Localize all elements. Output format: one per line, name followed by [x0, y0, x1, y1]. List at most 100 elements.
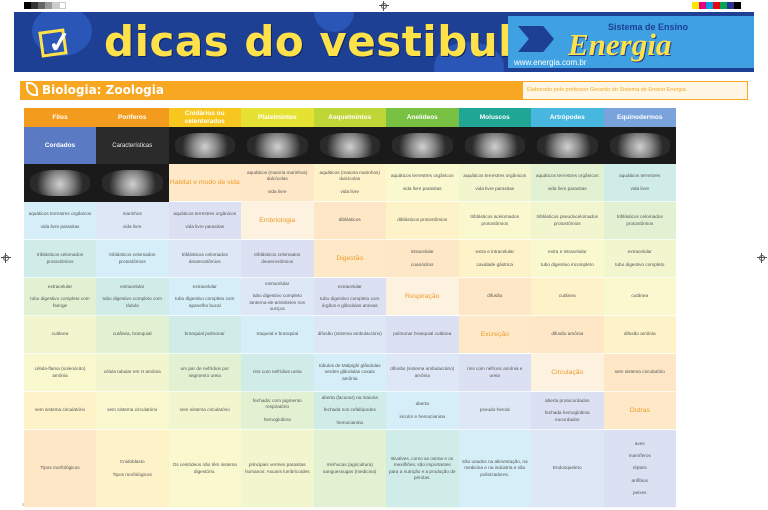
cell-text: célula tubular em H amônia — [103, 369, 161, 375]
table-cell: triblásticos celomados deuterostômios — [168, 240, 241, 278]
cell-text: difusão (sistema ambulacrário) amônia — [390, 366, 455, 378]
column-header: Equinodermos — [603, 108, 676, 127]
registration-mark-icon — [379, 1, 389, 11]
cell-text: triblásticos acelomados protostômios — [470, 214, 520, 226]
cell-text: aberta (lacunar) na maioria — [321, 395, 378, 401]
table-cell: Os cestódeos não têm sistema digestório. — [168, 430, 241, 508]
specimen-photo — [168, 127, 241, 164]
cell-text: diblásticos — [338, 217, 361, 223]
table-cell: minhocas (agricultura) sanguessugas (med… — [313, 430, 386, 508]
cell-text: tubo digestivo completo com apanelho buc… — [175, 296, 235, 308]
cell-text: principais vermes parasitas humanos: Asc… — [244, 462, 310, 474]
table-cell: triblásticos pseudocelomados protostômio… — [531, 202, 604, 240]
cell-text: Bivalves, como as ostras e os mexilhões,… — [389, 456, 456, 480]
row-label: Embriologia — [241, 202, 314, 240]
column-header: Cnidários ou celenterados — [168, 108, 241, 127]
cell-text: tubo digestivo incompleto — [540, 261, 594, 267]
cell-text: répteis — [632, 465, 647, 471]
cell-text: rins com nefrídios ureia — [252, 369, 302, 375]
cell-text: difusão amônia — [551, 331, 584, 337]
table-cell: São usados na alimentação, na medicina e… — [458, 430, 531, 508]
table-cell: sem sistema circulatório — [168, 392, 241, 430]
table-cell: cutânea — [531, 278, 604, 316]
table-cell: rins com néfrons amônia e ureia — [458, 354, 531, 392]
section-title: Biologia: Zoologia — [22, 81, 164, 100]
cell-text: Tipos morfológicos — [40, 465, 80, 471]
table-cell: Bivalves, como as ostras e os mexilhões,… — [386, 430, 459, 508]
cell-text: tubo digestivo completo com órgãos e glâ… — [320, 296, 380, 308]
cell-text: sem sistema circulatório — [614, 369, 665, 375]
cell-text: extra e intracelular — [475, 249, 515, 255]
cell-text: vida livre parasitas — [185, 223, 225, 229]
cell-text: anfíbios — [631, 477, 648, 483]
cell-text: vida livre — [123, 223, 142, 229]
table-cell: sem sistema circulatório — [96, 392, 169, 430]
row-label: Excreção — [458, 316, 531, 354]
table-cell: triblásticos celomados protostômios — [96, 240, 169, 278]
table-cell: extra e intracelular tubo digestivo incom… — [531, 240, 604, 278]
cell-text: sem sistema circulatório — [179, 407, 230, 413]
brand-name: Energia — [568, 27, 672, 62]
column-header: Cordados — [24, 127, 96, 164]
cell-text: incolor e hemocianina — [399, 413, 446, 419]
table-cell: difusão amônia — [603, 316, 676, 354]
brand-url: www.energia.com.br — [514, 58, 587, 67]
brand-flag-icon — [518, 26, 554, 52]
cell-text: difusão — [487, 293, 503, 299]
column-header: Artrópodes — [531, 108, 604, 127]
specimen-photo — [313, 127, 386, 164]
cell-text: triblásticos celomados deuterostômios — [181, 252, 228, 264]
specimen-photo — [96, 164, 169, 202]
cell-text: extracelular — [337, 284, 362, 290]
author-credit: Elaborado pelo professor Gerardo do Sist… — [522, 81, 748, 100]
cell-text: aberta — [415, 401, 429, 407]
table-cell: túbulos de Malpighi glândulas verdes glâ… — [313, 354, 386, 392]
cell-text: cutânea — [558, 293, 576, 299]
cell-text: Tipos morfológicos — [112, 471, 152, 477]
cell-text: tubo digestivo completo lanterna-de-aris… — [249, 293, 306, 311]
section-title-text: Biologia: Zoologia — [42, 83, 164, 97]
specimen-photo — [458, 127, 531, 164]
color-registration-bar — [24, 2, 66, 9]
table-cell: célula tubular em H amônia — [96, 354, 169, 392]
cell-text: extracelular — [120, 284, 145, 290]
cell-text: peixes — [632, 489, 647, 495]
table-cell: difusão (sistema ambulacrário) amônia — [386, 354, 459, 392]
cell-text: vida livre parasitas — [475, 185, 515, 191]
cell-text: Endosqueleto — [552, 465, 582, 471]
brand-subtitle: Sistema de Ensino — [608, 22, 689, 32]
table-cell: branquial pulmonar — [168, 316, 241, 354]
cell-text: triblásticos celomados protostômios — [109, 252, 156, 264]
cell-text: difusão amônia — [623, 331, 656, 337]
cell-text: extra e intracelular — [547, 249, 587, 255]
table-cell: pulmonar branquial cutânea — [386, 316, 459, 354]
cell-text: pseudo-hemal — [479, 407, 510, 413]
cell-text: Os cestódeos não têm sistema digestório. — [172, 462, 237, 474]
header-banner: ✓ dicas do vestibular Sistema de Ensino … — [14, 12, 754, 72]
table-cell: triblásticos celomados protostômios — [24, 240, 96, 278]
cell-text: sem sistema circulatório — [34, 407, 86, 413]
table-cell: triblásticos acelomados protostômios — [458, 202, 531, 240]
table-cell: sem sistema circulatório — [603, 354, 676, 392]
cell-text: aquáticos terrestres orgânicos — [28, 211, 92, 217]
cell-text: triblásticos celomados deuterostômios — [254, 252, 301, 264]
table-cell: rins com nefrídios ureia — [241, 354, 314, 392]
row-label: Habitat e modo de vida — [168, 164, 241, 202]
row-label: Outras — [603, 392, 676, 430]
cell-text: tubo digestivo completo com rádula — [102, 296, 162, 308]
specimen-photo — [531, 127, 604, 164]
